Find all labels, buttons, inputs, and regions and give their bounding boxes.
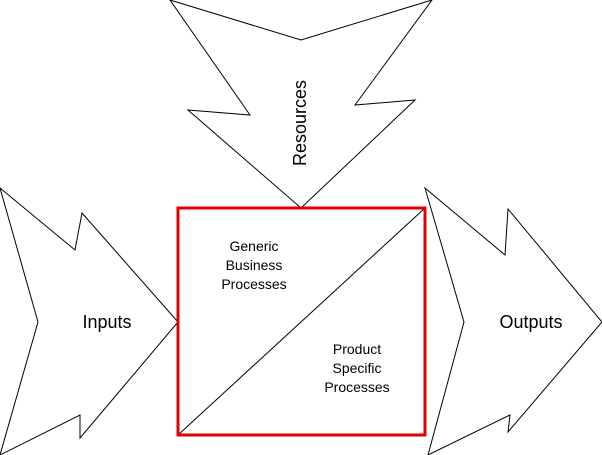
generic-label-line-3: Processes [221,276,286,292]
inputs-label: Inputs [82,312,131,332]
product-label-line-1: Product [333,341,381,357]
generic-label-line-2: Business [226,257,283,273]
resources-arrow [169,0,433,209]
outputs-arrow [424,186,602,455]
process-box-border [176,206,427,437]
process-divider-line [177,207,426,436]
generic-label-line-1: Generic [229,238,278,254]
inputs-arrow [0,187,179,455]
outputs-label: Outputs [499,312,562,332]
resources-label: Resources [290,80,310,166]
product-label-line-3: Processes [324,379,389,395]
product-label-line-2: Specific [332,360,381,376]
